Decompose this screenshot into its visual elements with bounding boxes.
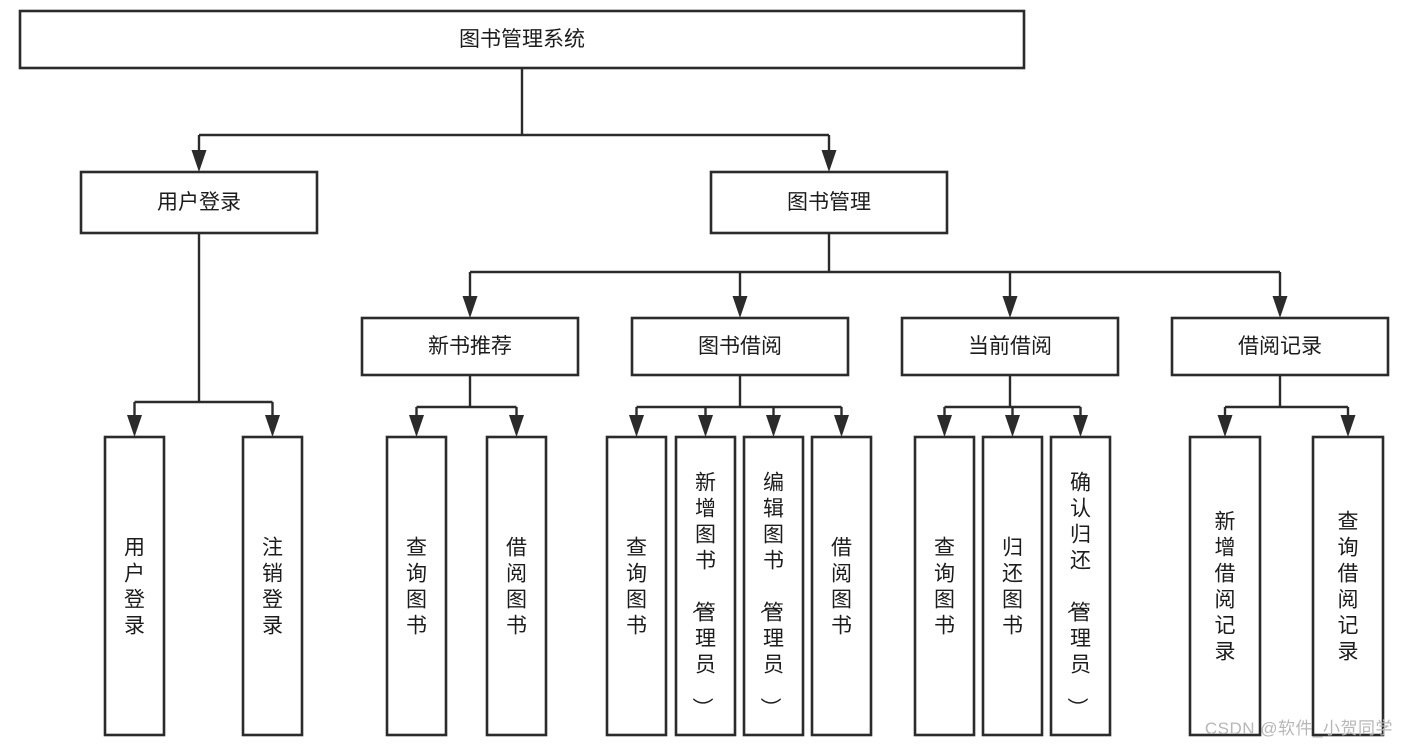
connector-group (127, 233, 280, 437)
arrow-head-icon (766, 415, 781, 437)
node-box[interactable] (1049, 435, 1112, 737)
node-box[interactable] (385, 435, 448, 737)
diagram-node[interactable]: 借阅图书 (485, 435, 548, 737)
arrow-head-icon (265, 415, 280, 437)
diagram-node[interactable]: 新增图书（管理员） (674, 435, 737, 737)
connector-group (937, 375, 1088, 437)
diagram-node[interactable]: 查询借阅记录 (1311, 435, 1385, 737)
diagram-node[interactable]: 查询图书 (913, 435, 976, 737)
diagram-node[interactable]: 借阅图书 (810, 435, 873, 737)
connector-group (409, 375, 524, 437)
node-label: 归还图书 (1002, 536, 1023, 637)
diagram-node[interactable]: 确认归还（管理员） (1049, 435, 1112, 737)
node-label: 借阅图书 (506, 536, 527, 637)
diagram-node[interactable]: 图书管理 (709, 170, 949, 235)
node-label: 图书借阅 (698, 335, 782, 358)
node-box[interactable] (79, 170, 319, 235)
node-box[interactable] (810, 435, 873, 737)
diagram-node[interactable]: 查询图书 (605, 435, 668, 737)
arrow-head-icon (1073, 415, 1088, 437)
arrow-head-icon (409, 415, 424, 437)
node-label: 借阅图书 (831, 536, 852, 637)
node-label: 编辑图书（管理员） (758, 471, 784, 718)
node-label: 当前借阅 (968, 335, 1052, 358)
node-label: 查询图书 (626, 536, 647, 637)
node-box[interactable] (630, 316, 850, 377)
node-box[interactable] (241, 435, 304, 737)
node-box[interactable] (485, 435, 548, 737)
node-layer: 图书管理系统用户登录图书管理新书推荐图书借阅当前借阅借阅记录用户登录注销登录查询… (18, 9, 1390, 737)
arrow-head-icon (127, 415, 142, 437)
node-box[interactable] (709, 170, 949, 235)
node-label: 用户登录 (157, 191, 241, 214)
node-box[interactable] (103, 435, 166, 737)
connector-group (462, 233, 1288, 318)
node-label: 查询图书 (934, 536, 955, 637)
node-label: 新书推荐 (428, 335, 512, 358)
arrow-head-icon (629, 415, 644, 437)
arrow-head-icon (821, 150, 837, 172)
arrow-head-icon (834, 415, 849, 437)
connector-layer (127, 68, 1356, 437)
diagram-node[interactable]: 借阅记录 (1170, 316, 1390, 377)
node-box[interactable] (360, 316, 580, 377)
node-label: 新增借阅记录 (1215, 510, 1236, 663)
diagram-node[interactable]: 当前借阅 (900, 316, 1120, 377)
diagram-node[interactable]: 查询图书 (385, 435, 448, 737)
diagram-node[interactable]: 图书借阅 (630, 316, 850, 377)
node-label: 用户登录 (124, 536, 145, 637)
node-label: 查询借阅记录 (1338, 510, 1359, 663)
node-box[interactable] (900, 316, 1120, 377)
arrow-head-icon (1272, 296, 1288, 318)
node-label: 确认归还（管理员） (1065, 471, 1091, 718)
node-box[interactable] (18, 9, 1026, 70)
diagram-node[interactable]: 归还图书 (981, 435, 1044, 737)
node-box[interactable] (674, 435, 737, 737)
node-box[interactable] (1311, 435, 1385, 737)
diagram-node[interactable]: 用户登录 (79, 170, 319, 235)
node-label: 借阅记录 (1238, 335, 1322, 358)
arrow-head-icon (1005, 415, 1020, 437)
node-box[interactable] (742, 435, 805, 737)
connector-group (191, 68, 837, 172)
arrow-head-icon (1217, 415, 1233, 437)
diagram-node[interactable]: 注销登录 (241, 435, 304, 737)
arrow-head-icon (732, 296, 748, 318)
node-box[interactable] (981, 435, 1044, 737)
node-box[interactable] (1188, 435, 1262, 737)
arrow-head-icon (937, 415, 952, 437)
node-label: 图书管理系统 (459, 28, 585, 51)
node-box[interactable] (605, 435, 668, 737)
diagram-node[interactable]: 新书推荐 (360, 316, 580, 377)
node-label: 图书管理 (787, 191, 871, 214)
arrow-head-icon (191, 150, 207, 172)
connector-group (629, 375, 849, 437)
connector-group (1217, 375, 1356, 437)
diagram-node[interactable]: 新增借阅记录 (1188, 435, 1262, 737)
arrow-head-icon (462, 296, 478, 318)
diagram-node[interactable]: 图书管理系统 (18, 9, 1026, 70)
arrow-head-icon (698, 415, 713, 437)
diagram-node[interactable]: 用户登录 (103, 435, 166, 737)
node-box[interactable] (1170, 316, 1390, 377)
node-label: 查询图书 (406, 536, 427, 637)
arrow-head-icon (509, 415, 524, 437)
arrow-head-icon (1340, 415, 1356, 437)
node-label: 新增图书（管理员） (690, 471, 716, 718)
node-label: 注销登录 (262, 536, 283, 637)
node-box[interactable] (913, 435, 976, 737)
diagram-node[interactable]: 编辑图书（管理员） (742, 435, 805, 737)
arrow-head-icon (1002, 296, 1018, 318)
